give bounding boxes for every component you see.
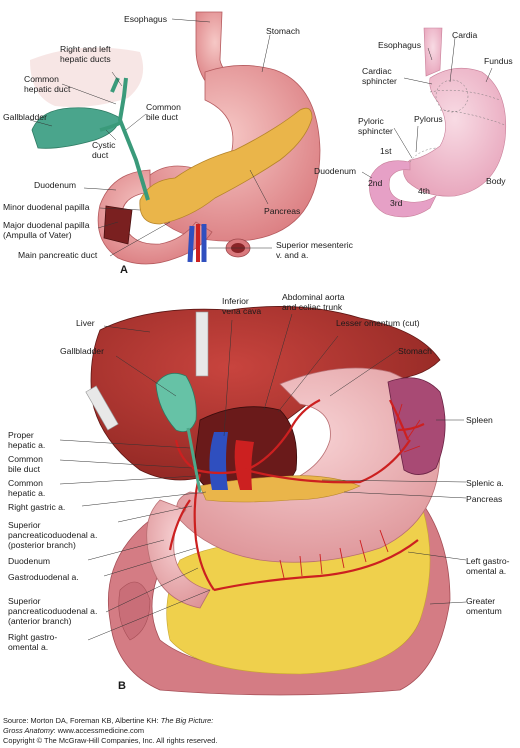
label-common-bile-duct: Common bile duct — [146, 102, 181, 122]
panel-a-letter: A — [120, 264, 128, 276]
b-label-common-bile: Common bile duct — [8, 454, 43, 474]
label-gallbladder: Gallbladder — [3, 112, 47, 122]
label-main-pancreatic-duct: Main pancreatic duct — [18, 250, 98, 260]
b-label-right-gastric: Right gastric a. — [8, 502, 66, 512]
retractor-2 — [195, 311, 209, 377]
b-label-duodenum: Duodenum — [8, 556, 51, 566]
b-label-greater-omentum: Greater omentum — [466, 596, 502, 616]
inset-label-esophagus: Esophagus — [378, 40, 422, 50]
label-pancreas: Pancreas — [264, 206, 301, 216]
inset-label-3rd: 3rd — [390, 198, 403, 208]
inset-label-cardiac-sphincter: Cardiac sphincter — [362, 66, 397, 86]
b-label-sup-pd-posterior: Superior pancreaticoduodenal a. (posteri… — [8, 520, 98, 550]
b-label-lesser-omentum: Lesser omentum (cut) — [336, 318, 420, 328]
label-esophagus: Esophagus — [124, 14, 168, 24]
aorta-shape — [234, 440, 254, 490]
label-cystic-duct: Cystic duct — [92, 140, 116, 160]
label-superior-mesenteric: Superior mesenteric v. and a. — [276, 240, 353, 260]
inset-label-cardia: Cardia — [452, 30, 478, 40]
b-label-gastroduodenal: Gastroduodenal a. — [8, 572, 79, 582]
inset-drawing — [361, 27, 507, 218]
b-label-stomach: Stomach — [398, 346, 432, 356]
duodenal-window — [103, 205, 133, 245]
b-label-spleen: Spleen — [466, 415, 493, 425]
liver-faint — [30, 47, 144, 107]
panel-b-drawing — [59, 306, 467, 696]
gallbladder-b-shape — [155, 372, 197, 433]
sup-mesenteric-vessels — [187, 224, 207, 263]
b-label-left-gastroomental: Left gastro- omental a. — [466, 556, 510, 576]
panel-b-letter: B — [118, 680, 126, 692]
panel-a-drawing — [29, 11, 321, 265]
bile-duct-b — [186, 427, 202, 493]
b-label-splenic: Splenic a. — [466, 478, 504, 488]
inset-label-2nd: 2nd — [368, 178, 383, 188]
inset-label-duodenum: Duodenum — [314, 166, 357, 176]
b-label-common-hepatic: Common hepatic a. — [8, 478, 46, 498]
label-duodenum: Duodenum — [34, 180, 77, 190]
anatomy-figure: A B Esophagus Stomach Right and left hep… — [3, 11, 513, 696]
label-major-papilla: Major duodenal papilla (Ampulla of Vater… — [3, 220, 90, 240]
b-label-liver: Liver — [76, 318, 95, 328]
b-label-sup-pd-anterior: Superior pancreaticoduodenal a. (anterio… — [8, 596, 98, 626]
inset-duodenum — [369, 160, 437, 218]
source-line-1: Source: Morton DA, Foreman KB, Albertine… — [3, 716, 214, 725]
inset-label-pyloric-sphincter: Pyloric sphincter — [358, 116, 393, 136]
label-common-hepatic-duct: Common hepatic duct — [24, 74, 71, 94]
source-credit: Source: Morton DA, Foreman KB, Albertine… — [3, 716, 217, 746]
copyright-line: Copyright © The McGraw-Hill Companies, I… — [3, 736, 218, 745]
label-hepatic-ducts: Right and left hepatic ducts — [60, 44, 111, 64]
ivc-shape — [209, 432, 228, 490]
inset-label-4th: 4th — [418, 186, 430, 196]
bile-ducts — [110, 77, 150, 201]
b-label-right-gastroomental: Right gastro- omental a. — [8, 632, 58, 652]
label-minor-papilla: Minor duodenal papilla — [3, 202, 90, 212]
inset-label-1st: 1st — [380, 146, 392, 156]
b-label-proper-hepatic: Proper hepatic a. — [8, 430, 46, 450]
anatomy-illustration — [29, 11, 507, 696]
inset-stomach — [403, 67, 507, 197]
b-label-gallbladder: Gallbladder — [60, 346, 104, 356]
b-label-aorta: Abdominal aorta and celiac trunk — [282, 292, 345, 312]
inset-label-fundus: Fundus — [484, 56, 513, 66]
label-stomach: Stomach — [266, 26, 300, 36]
b-label-pancreas: Pancreas — [466, 494, 503, 504]
retractor-1 — [85, 385, 119, 431]
inset-esophagus — [423, 27, 443, 77]
pancreas-shape — [139, 107, 313, 225]
b-label-ivc: Inferior vena cava — [222, 296, 262, 316]
inset-label-body: Body — [486, 176, 506, 186]
inset-label-pylorus: Pylorus — [414, 114, 443, 124]
source-line-2: Gross Anatomy: www.accessmedicine.com — [3, 726, 145, 735]
